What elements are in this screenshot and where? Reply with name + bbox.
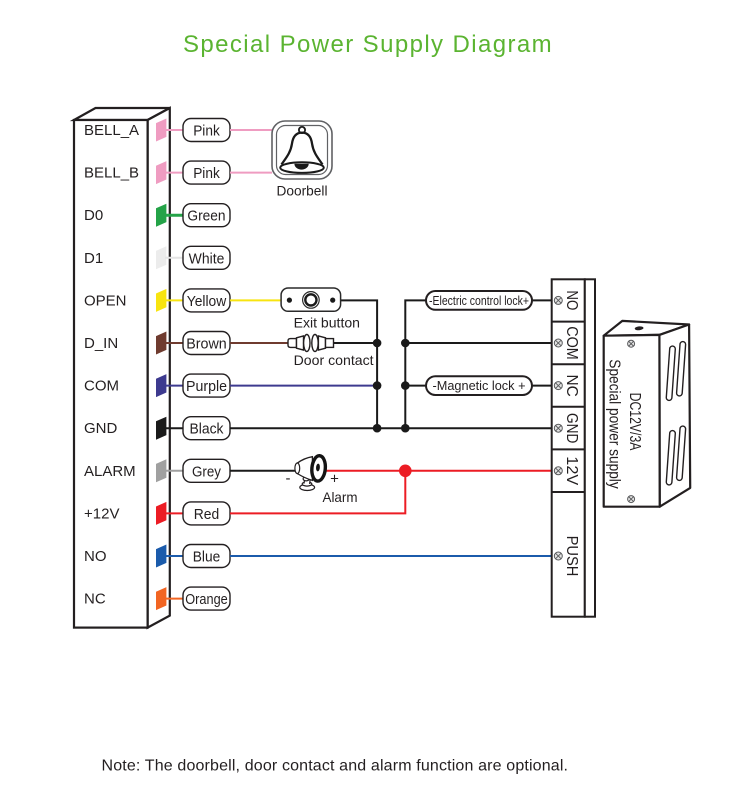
svg-text:COM: COM (563, 326, 580, 360)
svg-text:Green: Green (187, 208, 225, 225)
svg-text:-: - (286, 470, 291, 487)
svg-text:Grey: Grey (192, 463, 221, 480)
svg-text:Exit button: Exit button (294, 314, 360, 330)
svg-text:Pink: Pink (193, 123, 220, 140)
svg-text:White: White (189, 250, 225, 267)
svg-text:D0: D0 (84, 207, 103, 224)
svg-text:Red: Red (194, 506, 220, 523)
svg-text:+: + (330, 471, 339, 488)
svg-text:Special power supply: Special power supply (605, 359, 622, 489)
svg-text:BELL_A: BELL_A (84, 122, 139, 139)
svg-text:NC: NC (563, 374, 580, 396)
svg-text:Blue: Blue (193, 549, 221, 566)
svg-text:Special Power Supply Diagram: Special Power Supply Diagram (183, 31, 553, 58)
svg-text:Alarm: Alarm (323, 489, 358, 505)
svg-text:COM: COM (84, 378, 119, 395)
svg-text:-Electric control lock+: -Electric control lock+ (429, 293, 529, 308)
svg-text:NO: NO (563, 290, 580, 310)
svg-text:BELL_B: BELL_B (84, 165, 139, 182)
svg-text:Doorbell: Doorbell (277, 182, 328, 198)
svg-text:ALARM: ALARM (84, 463, 136, 480)
svg-text:GND: GND (563, 413, 580, 443)
svg-text:Yellow: Yellow (187, 293, 227, 310)
svg-text:DC12V/3A: DC12V/3A (626, 393, 643, 451)
svg-text:NC: NC (84, 591, 106, 608)
svg-text:Pink: Pink (193, 165, 220, 182)
svg-text:Purple: Purple (186, 378, 227, 395)
svg-text:12V: 12V (563, 456, 580, 485)
svg-text:NO: NO (84, 548, 107, 565)
svg-text:D_IN: D_IN (84, 335, 118, 352)
svg-text:+12V: +12V (84, 505, 119, 522)
svg-text:OPEN: OPEN (84, 292, 127, 309)
svg-text:Door contact: Door contact (294, 352, 374, 368)
svg-text:Black: Black (190, 421, 224, 438)
svg-text:Orange: Orange (185, 591, 228, 608)
svg-text:PUSH: PUSH (563, 536, 580, 577)
svg-text:Note: The doorbell, door conta: Note: The doorbell, door contact and ala… (102, 757, 569, 774)
svg-text:D1: D1 (84, 250, 103, 267)
svg-text:-Magnetic lock +: -Magnetic lock + (433, 378, 526, 393)
svg-text:Brown: Brown (186, 336, 227, 353)
svg-text:GND: GND (84, 420, 118, 437)
